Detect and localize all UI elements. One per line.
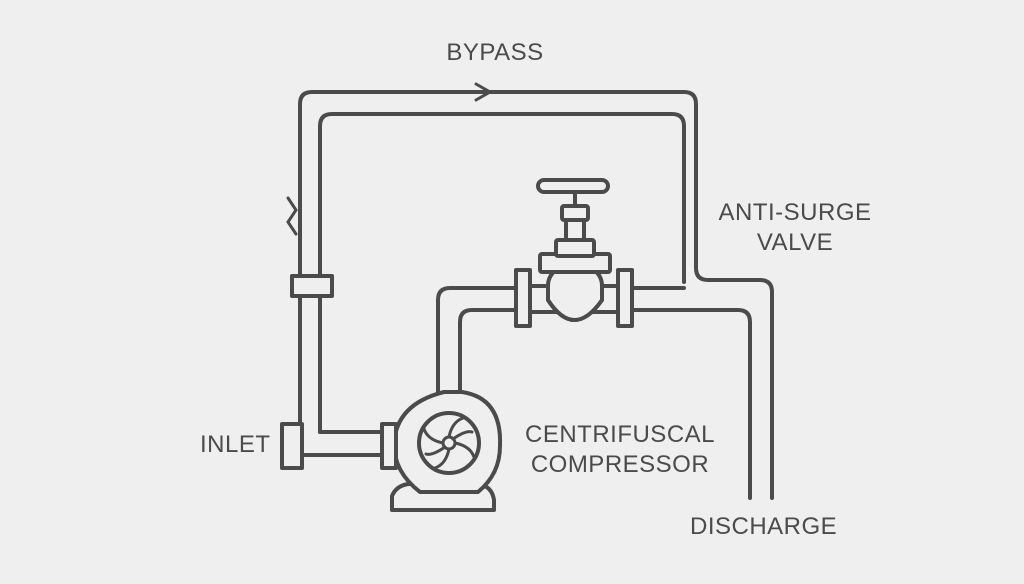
centrifugal-compressor xyxy=(380,390,503,512)
compressor-label-line1: CENTRIFUSCAL xyxy=(524,421,716,448)
valve-stem-block xyxy=(564,218,586,242)
anti-surge-valve-label: ANTI-SURGE VALVE xyxy=(705,198,885,258)
bypass-label: BYPASS xyxy=(446,39,544,66)
bypass-pipe xyxy=(298,90,774,500)
pipe-clamp xyxy=(290,274,334,298)
compressor-inlet-flange xyxy=(380,422,398,470)
outlet-pipe xyxy=(436,286,752,500)
pipe-break-mark-top xyxy=(474,82,494,102)
compressor-label: CENTRIFUSCAL COMPRESSOR xyxy=(510,420,730,480)
valve-flange-right xyxy=(616,268,634,328)
inlet-pipe xyxy=(298,430,386,457)
anti-surge-label-line1: ANTI-SURGE xyxy=(718,199,872,226)
valve-packing xyxy=(554,238,596,258)
pipe-break-mark-left xyxy=(286,196,298,236)
valve-flange-left xyxy=(514,268,532,328)
anti-surge-valve xyxy=(514,178,634,328)
anti-surge-label-line2: VALVE xyxy=(756,229,834,256)
impeller-icon xyxy=(422,416,476,470)
inlet-flange xyxy=(280,422,304,470)
compressor-label-line2: COMPRESSOR xyxy=(530,451,710,478)
inlet-label: INLET xyxy=(200,431,271,458)
impeller-ring xyxy=(417,411,481,475)
discharge-label: DISCHARGE xyxy=(690,513,838,540)
valve-handwheel xyxy=(536,178,610,194)
valve-yoke xyxy=(560,204,590,222)
